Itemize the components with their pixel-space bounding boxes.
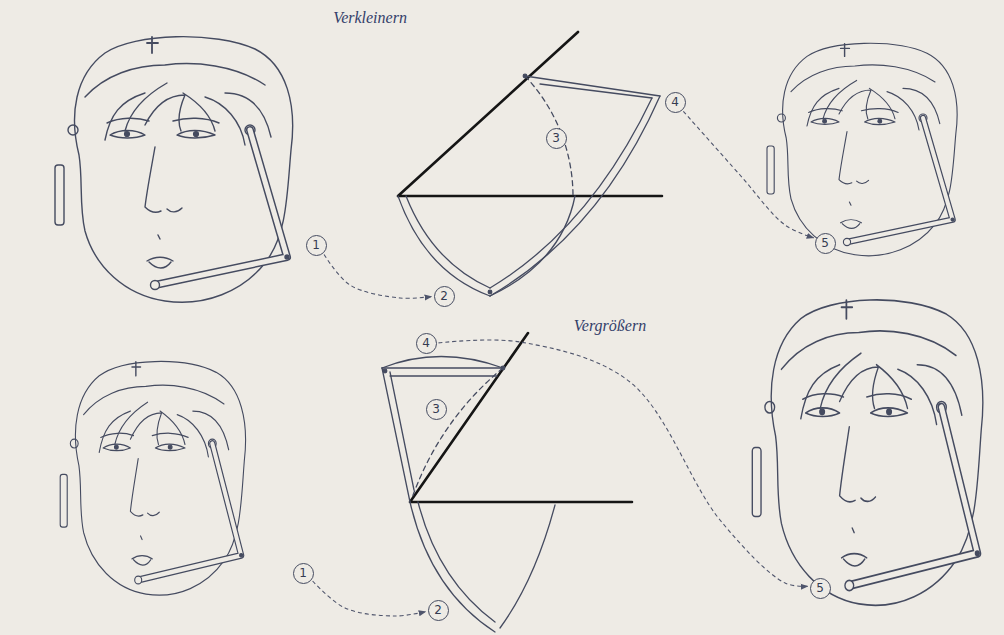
angle-construction — [382, 333, 632, 632]
face-sketch — [55, 37, 293, 303]
leader-arrow — [324, 255, 431, 299]
face-sketch — [60, 361, 245, 595]
callout-number: 5 — [810, 578, 831, 599]
callout-text: 2 — [440, 290, 448, 302]
callout-text: 2 — [434, 604, 442, 616]
leader-arrow — [438, 340, 807, 586]
leader-arrow — [313, 581, 426, 616]
face-sketch — [752, 300, 983, 605]
callout-number: 3 — [546, 128, 567, 149]
leader-arrow — [683, 111, 813, 238]
callout-text: 5 — [821, 237, 829, 249]
callout-text: 4 — [422, 337, 430, 349]
callout-number: 1 — [293, 563, 314, 584]
callout-text: 1 — [299, 567, 307, 579]
face-sketch — [767, 43, 957, 255]
callout-text: 3 — [432, 403, 440, 415]
angle-construction — [398, 32, 662, 296]
heading-label: Verkleinern — [331, 9, 409, 27]
callout-number: 2 — [434, 286, 455, 307]
callout-text: 4 — [671, 96, 679, 108]
callout-number: 4 — [416, 333, 437, 354]
callout-number: 4 — [665, 92, 686, 113]
callout-number: 5 — [815, 233, 836, 254]
heading-label: Vergrößern — [572, 317, 648, 335]
callout-number: 1 — [306, 235, 327, 256]
callout-text: 3 — [552, 132, 560, 144]
callout-number: 2 — [428, 600, 449, 621]
callout-text: 1 — [312, 239, 320, 251]
callout-number: 3 — [426, 399, 447, 420]
callout-text: 5 — [816, 582, 824, 594]
